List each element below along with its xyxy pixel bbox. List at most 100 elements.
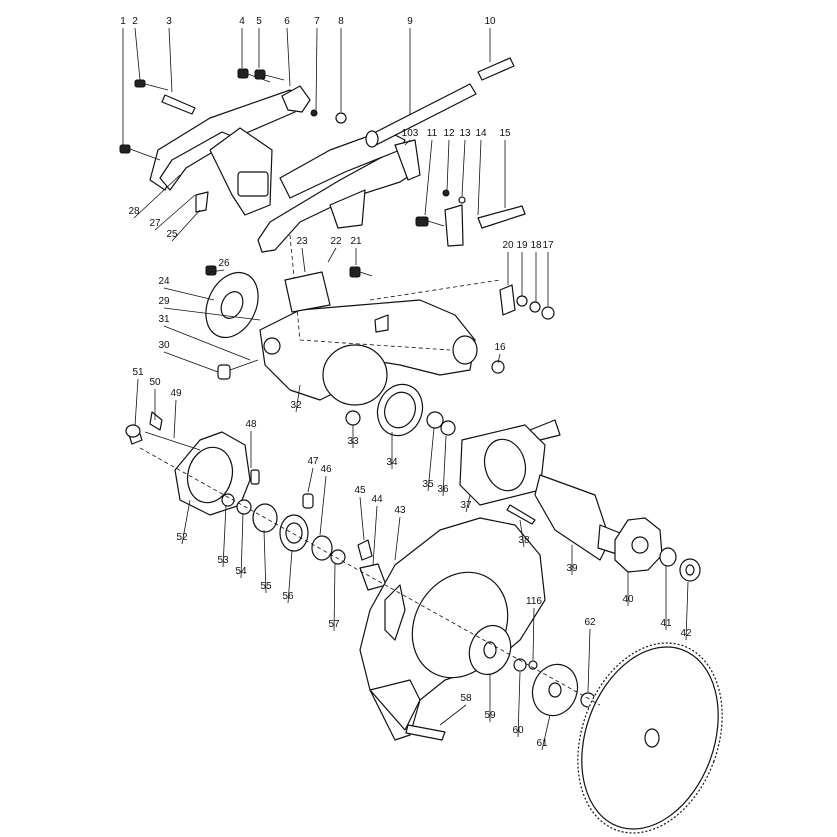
callout-label-62: 62 [584, 617, 596, 628]
callout-leader-13 [461, 139, 466, 197]
callout-label-29: 29 [158, 296, 170, 307]
callout-leader-51 [134, 378, 139, 427]
callout-label-26: 26 [218, 258, 230, 269]
callout-leader-61 [541, 714, 551, 751]
callout-label-55: 55 [260, 581, 272, 592]
callout-leader-36 [442, 435, 447, 497]
callout-leader-7 [315, 27, 318, 111]
callout-label-30: 30 [158, 340, 170, 351]
blade-flanges [468, 624, 596, 717]
callout-label-61: 61 [536, 738, 548, 749]
callout-label-45: 45 [354, 485, 366, 496]
callout-leader-35 [427, 427, 435, 492]
callout-label-46: 46 [320, 464, 332, 475]
callout-label-9: 9 [407, 16, 413, 27]
lever-assembly [415, 189, 526, 247]
gear-housing [125, 411, 387, 591]
callout-label-17: 17 [542, 240, 554, 251]
callout-label-47: 47 [307, 456, 319, 467]
callout-leader-25 [171, 209, 201, 242]
callout-label-3: 3 [166, 16, 172, 27]
callout-label-21: 21 [350, 236, 362, 247]
callout-leader-22 [327, 247, 337, 263]
callout-leader-38 [519, 519, 525, 548]
callout-label-11: 11 [427, 128, 438, 139]
callout-label-23: 23 [296, 236, 308, 247]
callout-leader-60 [517, 671, 521, 738]
callout-label-60: 60 [512, 725, 524, 736]
callout-label-27: 27 [149, 218, 161, 229]
callout-label-38: 38 [518, 535, 530, 546]
callout-label-37: 37 [460, 500, 472, 511]
callout-leader-2 [134, 27, 141, 81]
callout-label-43: 43 [394, 505, 406, 516]
callout-label-15: 15 [499, 128, 511, 139]
callout-leader-26 [209, 269, 225, 273]
fan-guard [205, 265, 373, 380]
callout-label-58: 58 [460, 693, 472, 704]
callout-leader-16 [497, 353, 501, 364]
callout-label-39: 39 [566, 563, 578, 574]
callout-leader-47 [307, 467, 314, 493]
callout-label-53: 53 [217, 555, 229, 566]
callout-label-49: 49 [170, 388, 182, 399]
callout-label-20: 20 [502, 240, 514, 251]
callout-leader-11 [424, 139, 433, 216]
callout-label-33: 33 [347, 436, 359, 447]
callout-label-35: 35 [422, 479, 434, 490]
callout-label-59: 59 [484, 710, 496, 721]
callout-label-41: 41 [660, 618, 672, 629]
callout-leader-49 [173, 399, 177, 439]
callout-leader-23 [301, 247, 306, 273]
callout-label-103: 103 [402, 128, 419, 139]
callout-leader-56 [287, 549, 293, 604]
callout-label-10: 10 [484, 16, 496, 27]
callout-label-42: 42 [680, 628, 692, 639]
shaft-axis [139, 447, 601, 706]
callout-label-31: 31 [158, 314, 170, 325]
callout-label-24: 24 [158, 276, 170, 287]
diamond-blade [577, 642, 723, 834]
callout-leader-52 [181, 499, 191, 545]
callout-leader-30 [163, 351, 219, 373]
callout-label-25: 25 [166, 229, 178, 240]
callout-label-48: 48 [245, 419, 257, 430]
screws-top [119, 68, 347, 161]
callout-leader-37 [465, 494, 471, 513]
callout-label-18: 18 [530, 240, 542, 251]
callout-label-50: 50 [149, 377, 161, 388]
callout-label-4: 4 [239, 16, 245, 27]
fan-and-bearings [614, 517, 701, 582]
main-housing [259, 234, 501, 406]
callout-leader-55 [263, 529, 267, 594]
bearing-parts [345, 284, 555, 437]
callout-label-7: 7 [314, 16, 320, 27]
callout-label-12: 12 [443, 128, 455, 139]
callout-leader-44 [372, 505, 378, 566]
callout-leader-14 [477, 139, 482, 216]
callout-leader-29 [163, 307, 261, 321]
callout-label-1: 1 [120, 16, 126, 27]
callout-label-6: 6 [284, 16, 290, 27]
callout-label-8: 8 [338, 16, 344, 27]
callout-leader-54 [240, 512, 244, 579]
callout-leader-62 [587, 628, 591, 693]
callout-leader-3 [168, 27, 173, 93]
callout-label-40: 40 [622, 594, 634, 605]
stator [459, 419, 561, 525]
blade-guard [359, 517, 546, 741]
callout-leader-103 [404, 139, 411, 146]
callout-label-5: 5 [256, 16, 262, 27]
callout-label-14: 14 [475, 128, 487, 139]
callout-leader-53 [222, 504, 227, 568]
callout-leader-12 [446, 139, 450, 191]
callout-leader-57 [333, 562, 336, 632]
callout-label-56: 56 [282, 591, 294, 602]
callout-leader-58 [439, 704, 467, 726]
armature [534, 474, 626, 561]
callout-leader-31 [163, 325, 251, 361]
callout-leader-27 [154, 194, 196, 231]
callout-label-2: 2 [132, 16, 138, 27]
